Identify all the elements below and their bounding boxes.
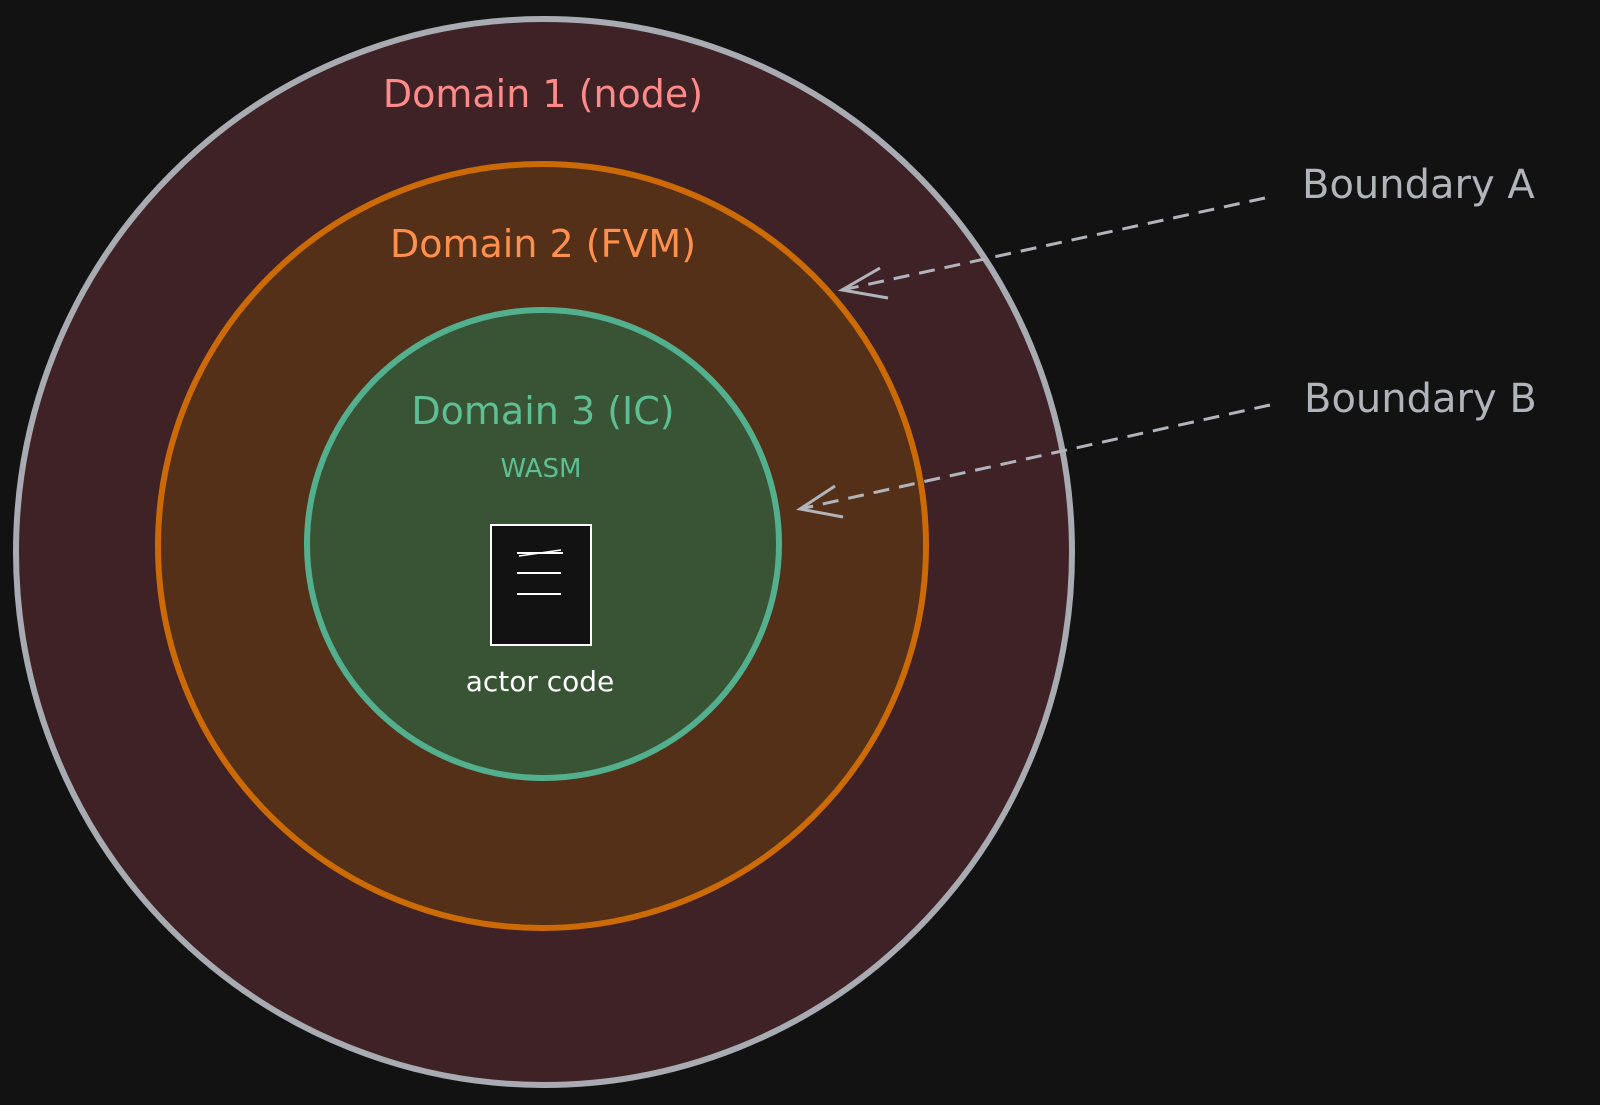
actor-code-label: actor code xyxy=(466,665,615,698)
boundary-a-label: Boundary A xyxy=(1302,162,1535,208)
domain-3-sublabel: WASM xyxy=(500,454,581,484)
boundary-b-label: Boundary B xyxy=(1304,376,1537,422)
boundary-b-arrow xyxy=(796,403,1271,519)
domain-1-label: Domain 1 (node) xyxy=(383,72,703,116)
document-icon xyxy=(490,524,592,646)
boundary-a-arrow xyxy=(837,196,1266,300)
domain-3-label: Domain 3 (IC) xyxy=(411,389,674,433)
domain-2-label: Domain 2 (FVM) xyxy=(390,222,696,266)
